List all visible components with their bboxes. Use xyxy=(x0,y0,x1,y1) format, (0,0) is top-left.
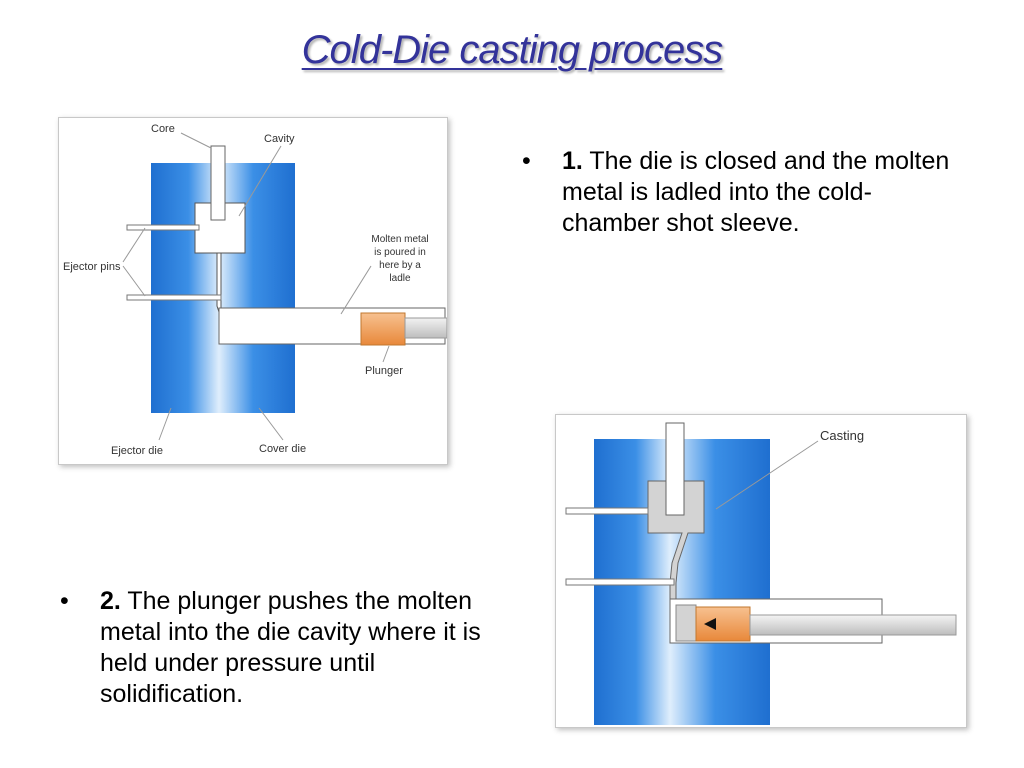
bullet-step-1: • 1. The die is closed and the molten me… xyxy=(522,146,962,239)
ejector-pin-bottom xyxy=(565,578,675,586)
core xyxy=(665,422,685,516)
figure-step2-diagram: Casting xyxy=(555,414,967,728)
core xyxy=(210,145,226,221)
plunger-rod xyxy=(749,614,957,636)
bullet-dot: • xyxy=(60,587,69,615)
label-core: Core xyxy=(151,123,175,135)
ejector-pin-top xyxy=(565,507,649,515)
ejector-die xyxy=(151,163,219,413)
plunger xyxy=(695,606,751,642)
step-2-number: 2. xyxy=(100,587,121,615)
bullet-step-2: • 2. The plunger pushes the molten metal… xyxy=(60,586,520,710)
label-molten-1: Molten metal xyxy=(371,234,428,245)
slide-title: Cold-Die casting process xyxy=(301,28,724,72)
cover-die xyxy=(219,163,295,413)
plunger xyxy=(360,312,406,346)
label-casting: Casting xyxy=(820,428,864,443)
step-1-number: 1. xyxy=(562,147,583,175)
label-molten-4: ladle xyxy=(389,273,411,284)
push-arrow xyxy=(704,618,716,630)
step-1-text: The die is closed and the molten metal i… xyxy=(562,147,950,237)
label-molten-3: here by a xyxy=(379,260,421,271)
label-cover-die: Cover die xyxy=(259,443,306,455)
plunger-rod xyxy=(404,317,447,339)
metal-in-sleeve xyxy=(675,604,697,642)
die-diagram-step1: Core Cavity Ejector pins Molten metal is… xyxy=(63,123,447,457)
figure-step1-diagram: Core Cavity Ejector pins Molten metal is… xyxy=(58,117,448,465)
label-cavity: Cavity xyxy=(264,133,295,145)
step-2-text: The plunger pushes the molten metal into… xyxy=(100,587,481,708)
die-diagram-step2: Casting xyxy=(565,422,957,725)
label-ejector-die: Ejector die xyxy=(111,445,163,457)
ejector-pin-top xyxy=(126,224,200,231)
label-ejector-pins: Ejector pins xyxy=(63,261,121,273)
label-molten-2: is poured in xyxy=(374,247,426,258)
label-plunger: Plunger xyxy=(365,365,403,377)
ejector-pin-bottom xyxy=(126,294,222,301)
bullet-dot: • xyxy=(522,147,531,175)
